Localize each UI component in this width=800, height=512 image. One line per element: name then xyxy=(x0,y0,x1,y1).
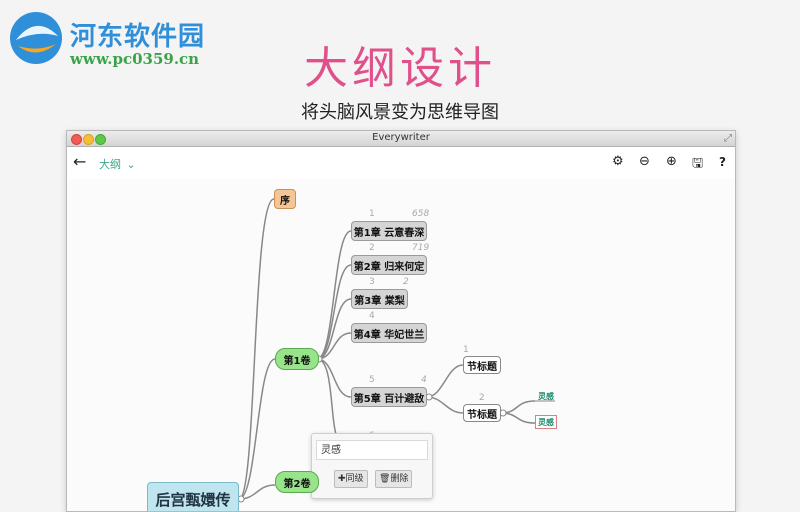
zoom-in-icon[interactable]: ⊕ xyxy=(666,154,677,169)
watermark-url: www.pc0359.cn xyxy=(70,50,200,68)
preface-node[interactable]: 序 xyxy=(274,189,296,209)
chapter-word-count: 4 xyxy=(421,375,427,385)
chapter-index: 4 xyxy=(369,311,375,321)
outline-dropdown[interactable]: 大纲 ⌄ xyxy=(99,156,136,172)
app-window: Everywriter ⤢ ← 大纲 ⌄ ⚙ ⊖ ⊕ 🖫 ? xyxy=(66,130,736,512)
add-sibling-button[interactable]: ✚同级 xyxy=(334,470,368,488)
chapter-index: 3 xyxy=(369,277,375,287)
trash-icon: 🗑 xyxy=(379,474,391,484)
plus-icon: ✚ xyxy=(338,474,346,484)
inspiration-node[interactable]: 灵感 xyxy=(535,415,557,429)
window-close-button[interactable] xyxy=(71,134,82,145)
inspiration-node[interactable]: 灵感 xyxy=(538,391,554,401)
toolbar: ← 大纲 ⌄ ⚙ ⊖ ⊕ 🖫 ? xyxy=(67,147,735,180)
chapter-word-count: 2 xyxy=(403,277,409,287)
chapter-node[interactable]: 第4章 华妃世兰 xyxy=(351,323,427,343)
volume-node[interactable]: 第2卷 xyxy=(275,471,319,493)
hero-title: 大纲设计 xyxy=(304,43,496,94)
site-logo xyxy=(10,12,62,64)
help-button[interactable]: ? xyxy=(719,155,726,169)
outline-dropdown-label: 大纲 xyxy=(99,158,121,171)
zoom-out-icon[interactable]: ⊖ xyxy=(639,154,650,169)
chapter-node[interactable]: 第2章 归来何定 xyxy=(351,255,427,275)
chapter-node[interactable]: 第1章 云意春深 xyxy=(351,221,427,241)
chevron-down-icon: ⌄ xyxy=(126,158,136,171)
delete-label: 删除 xyxy=(390,474,409,484)
save-icon[interactable]: 🖫 xyxy=(692,156,704,171)
fullscreen-icon[interactable]: ⤢ xyxy=(724,133,732,144)
mindmap-connectors xyxy=(237,198,555,503)
window-minimize-button[interactable] xyxy=(83,134,94,145)
watermark: 河东软件园 www.pc0359.cn xyxy=(4,6,244,70)
window-titlebar: Everywriter ⤢ xyxy=(67,131,735,147)
chapter-word-count: 719 xyxy=(412,243,430,253)
hero-subtitle: 将头脑风景变为思维导图 xyxy=(301,102,499,123)
window-zoom-button[interactable] xyxy=(95,134,106,145)
volume-node[interactable]: 第1卷 xyxy=(275,348,319,370)
settings-gear-icon[interactable]: ⚙ xyxy=(612,154,624,169)
back-arrow-icon[interactable]: ← xyxy=(73,152,87,171)
section-node[interactable]: 节标题 xyxy=(463,356,501,374)
chapter-word-count: 658 xyxy=(412,209,430,219)
chapter-node[interactable]: 第3章 棠梨 xyxy=(351,289,408,309)
window-title: Everywriter xyxy=(372,132,430,143)
chapter-index: 1 xyxy=(369,209,375,219)
root-node[interactable]: 后宫甄嬛传 xyxy=(147,482,239,511)
section-index: 1 xyxy=(463,345,469,355)
node-edit-popup: 灵感 ✚同级 🗑删除 xyxy=(311,433,433,499)
chapter-index: 5 xyxy=(369,375,375,385)
chapter-index: 2 xyxy=(369,243,375,253)
delete-button[interactable]: 🗑删除 xyxy=(375,470,413,488)
section-node[interactable]: 节标题 xyxy=(463,404,501,422)
watermark-title: 河东软件园 xyxy=(70,22,206,52)
chapter-node[interactable]: 第5章 百计避敌 xyxy=(351,387,427,407)
mindmap-canvas[interactable]: 序 1 658 第1章 云意春深 2 719 第2章 归来何定 3 2 第3章 … xyxy=(67,179,735,511)
node-text-input[interactable]: 灵感 xyxy=(316,440,428,460)
section-index: 2 xyxy=(479,393,485,403)
add-sibling-label: 同级 xyxy=(345,474,364,484)
